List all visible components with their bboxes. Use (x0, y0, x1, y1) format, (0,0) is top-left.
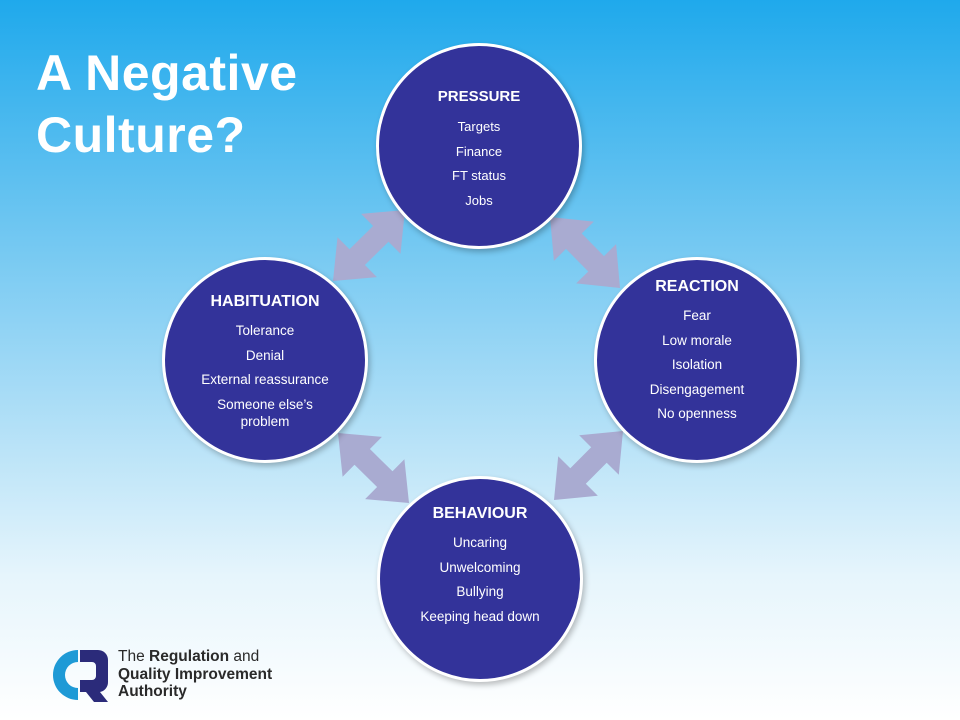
reaction-heading: REACTION (655, 278, 739, 295)
reaction-item: Fear (683, 308, 711, 323)
habituation-item: Denial (245, 347, 285, 363)
title-line-2: Culture? (36, 107, 246, 163)
title-line-1: A Negative (36, 45, 298, 101)
pressure-item: FT status (452, 168, 506, 183)
behaviour-item: Bullying (456, 584, 504, 599)
logo-line-2: Quality Improvement (118, 665, 273, 683)
reaction-list: Fear Low morale Isolation Disengagement … (597, 304, 797, 427)
reaction-item: Isolation (671, 357, 723, 372)
pressure-heading: PRESSURE (437, 88, 521, 105)
logo-line-1: The Regulation and (118, 648, 298, 666)
behaviour-heading: BEHAVIOUR (432, 505, 528, 522)
habituation-heading: HABITUATION (210, 293, 320, 310)
rqia-logo: The Regulation and Quality Improvement A… (48, 646, 288, 704)
pressure-list: Targets Finance FT status Jobs (379, 115, 579, 213)
behaviour-node: BEHAVIOUR Uncaring Unwelcoming Bullying … (377, 476, 583, 682)
habituation-item: Tolerance (235, 323, 295, 338)
habituation-item: External reassurance (201, 372, 329, 387)
behaviour-item: Uncaring (452, 535, 508, 550)
behaviour-item: Unwelcoming (439, 559, 521, 575)
pressure-item: Jobs (465, 192, 493, 208)
pressure-item: Targets (457, 119, 501, 134)
reaction-behaviour-arrow (554, 431, 623, 500)
logo-line-1-pre: The (118, 648, 150, 665)
pressure-item: Finance (455, 143, 503, 159)
behaviour-habituation-arrow (338, 433, 409, 503)
logo-line-1-bold: Regulation (149, 648, 230, 665)
behaviour-list: Uncaring Unwelcoming Bullying Keeping he… (380, 531, 580, 629)
pressure-node: PRESSURE Targets Finance FT status Jobs (376, 43, 582, 249)
reaction-node: REACTION Fear Low morale Isolation Disen… (594, 257, 800, 463)
habituation-node: HABITUATION Tolerance Denial External re… (162, 257, 368, 463)
logo-line-1-post: and (229, 648, 260, 665)
reaction-item: Disengagement (649, 381, 745, 397)
habituation-item: Someone else’s problem (217, 396, 313, 429)
pressure-reaction-arrow (550, 217, 620, 288)
habituation-list: Tolerance Denial External reassurance So… (165, 319, 365, 430)
reaction-item: Low morale (662, 332, 732, 348)
rqia-logo-text: The Regulation and Quality Improvement A… (118, 648, 298, 701)
habituation-pressure-arrow (333, 210, 405, 281)
rqia-logo-mark-icon (52, 650, 109, 702)
behaviour-item: Keeping head down (420, 608, 540, 624)
logo-line-3: Authority (118, 683, 187, 700)
slide-title: A Negative Culture? (36, 42, 356, 166)
reaction-item: No openness (657, 406, 737, 421)
